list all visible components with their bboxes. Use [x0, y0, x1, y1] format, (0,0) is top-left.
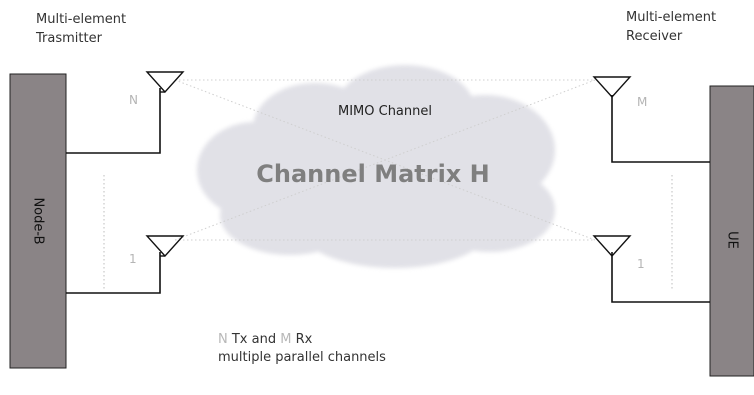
node-b-label: Node-B — [31, 197, 46, 244]
channel-cloud — [197, 65, 555, 268]
note-m: M — [280, 332, 292, 347]
note-n: N — [218, 332, 228, 347]
note-rx: Rx — [291, 332, 313, 347]
tx-antenna-top-icon — [145, 71, 185, 94]
rx-antenna-top-icon — [592, 76, 632, 99]
channel-note: N Tx and M Rx multiple parallel channels — [218, 331, 386, 367]
tx-antenna-bottom-icon — [145, 235, 185, 258]
note-tx-and: Tx and — [227, 332, 281, 347]
tx-antenna-bottom-index: 1 — [129, 252, 137, 266]
ue-label: UE — [725, 231, 740, 249]
channel-matrix-label: Channel Matrix H — [256, 160, 489, 188]
node-b-device — [9, 73, 67, 369]
channel-note-line1: N Tx and M Rx — [218, 331, 386, 349]
transmitter-wiring — [66, 88, 161, 294]
antenna-link-lines — [174, 79, 596, 241]
receiver-wiring — [611, 95, 710, 303]
transmitter-title: Multi-element Trasmitter — [36, 12, 127, 46]
rx-antenna-bottom-index: 1 — [637, 257, 645, 271]
rx-antenna-bottom-icon — [592, 235, 632, 258]
ue-device — [709, 85, 754, 377]
tx-antenna-top-index: N — [129, 93, 138, 107]
channel-note-line2: multiple parallel channels — [218, 350, 386, 365]
rx-antenna-top-index: M — [637, 95, 647, 109]
channel-title: MIMO Channel — [338, 104, 432, 119]
receiver-title: Multi-element Receiver — [626, 10, 717, 44]
